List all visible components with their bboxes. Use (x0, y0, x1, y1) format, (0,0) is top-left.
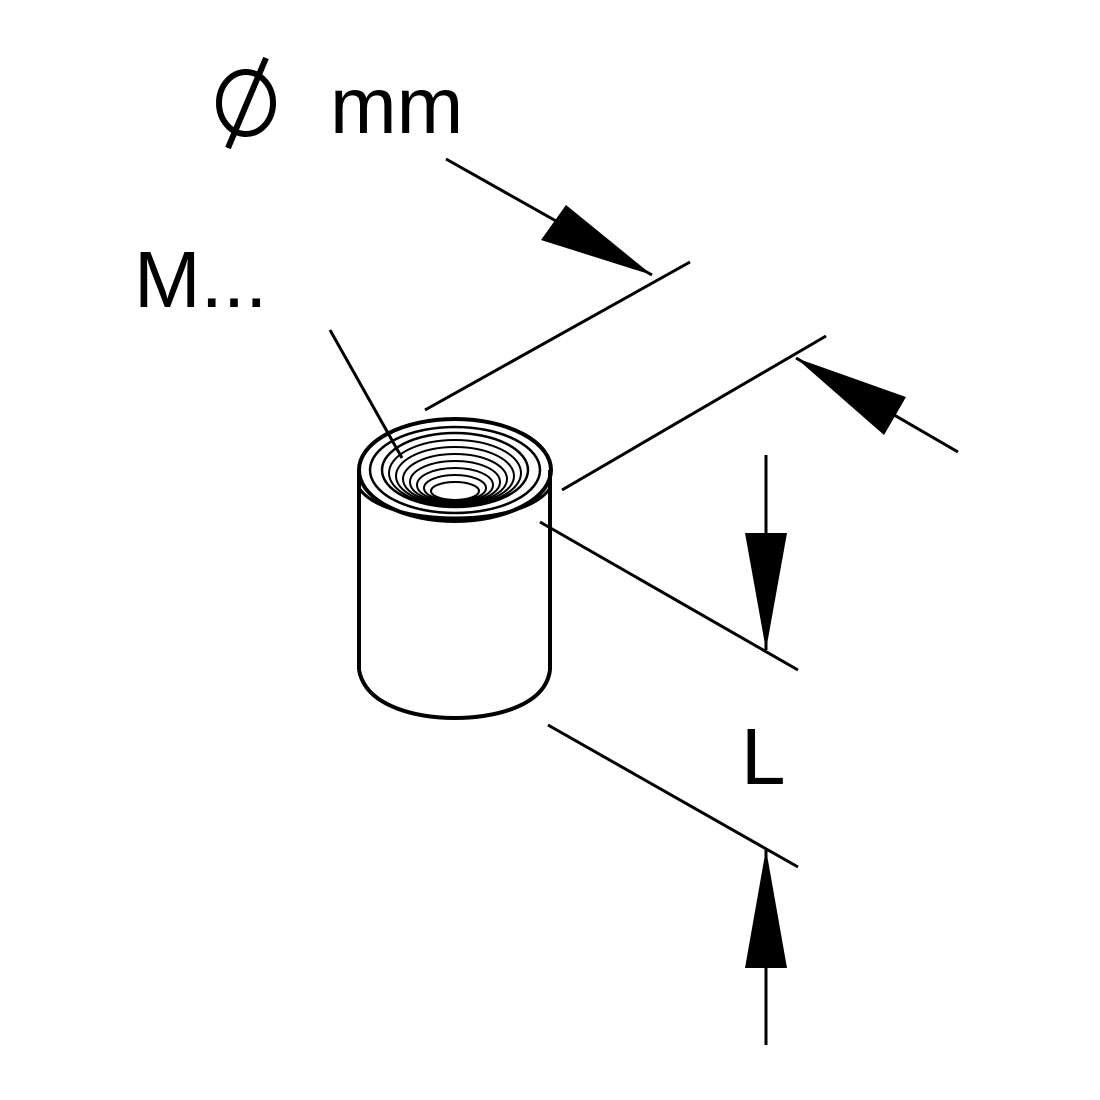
threaded-sleeve (357, 417, 553, 721)
diameter-extension-lines (424, 260, 827, 492)
diameter-arrow-bottom (795, 356, 959, 454)
length-extension-lines (539, 520, 799, 869)
diameter-unit-label: mm (330, 61, 463, 150)
length-arrow-bottom (745, 849, 787, 1045)
thread-leader-line (328, 329, 404, 459)
thread-label: M... (134, 235, 267, 324)
length-label: L (741, 712, 786, 801)
diameter-symbol-icon (216, 56, 276, 150)
length-arrow-top (745, 455, 787, 650)
diameter-arrow-top (445, 157, 653, 277)
